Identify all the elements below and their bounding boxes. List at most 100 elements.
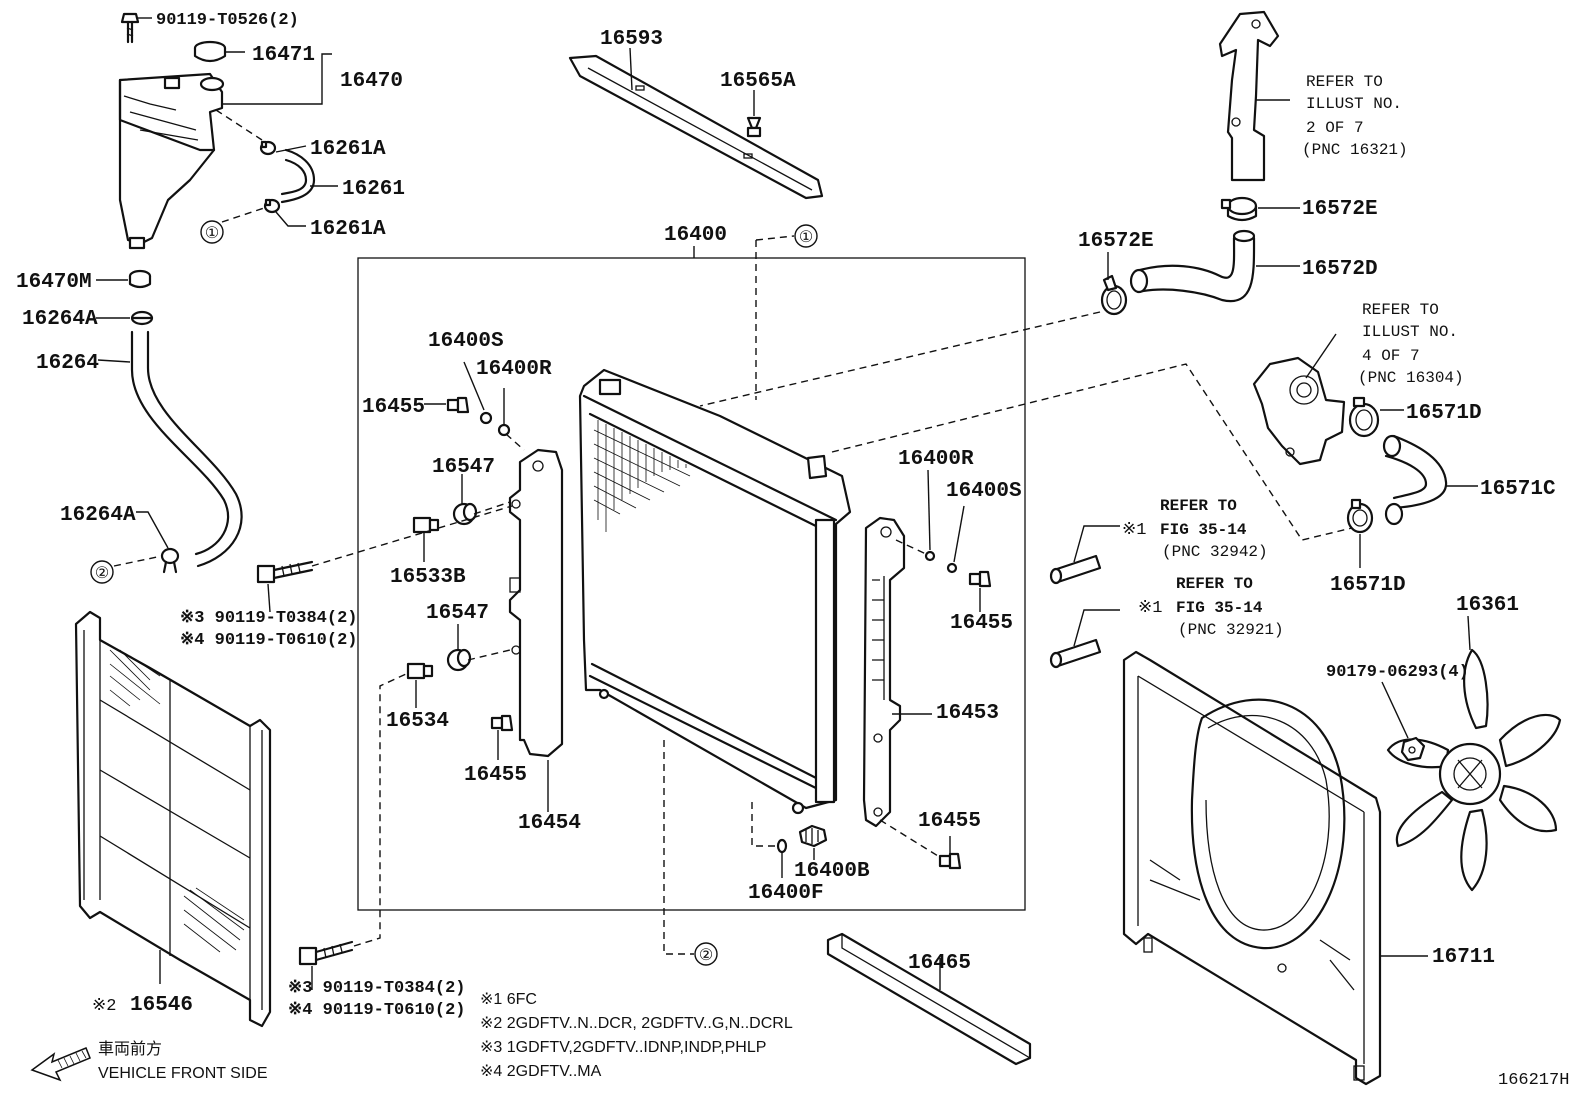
label-16261A-upper: 16261A — [310, 138, 386, 161]
label-16453: 16453 — [936, 702, 999, 725]
vehicle-front-arrow-icon — [30, 1047, 91, 1082]
label-16455-a: 16455 — [362, 396, 425, 419]
label-16534: 16534 — [386, 710, 449, 733]
label-16571D-upper: 16571D — [1406, 402, 1482, 425]
svg-text:①: ① — [205, 225, 219, 243]
o-ring-16400F[interactable] — [776, 838, 788, 854]
radiator-assembly-boundary — [357, 257, 1026, 911]
refer-4-line1: REFER TO — [1176, 575, 1253, 593]
label-bolt-b-3: ※3 90119-T0384(2) — [288, 979, 465, 998]
clamp-16261A-lower[interactable] — [263, 198, 281, 214]
water-outlet-reference[interactable] — [1218, 10, 1280, 182]
note-4: ※4 2GDFTV..MA — [480, 1063, 602, 1080]
bolt-90119-T0384-lower[interactable] — [298, 940, 354, 966]
bolt-90119-T0384-upper[interactable] — [256, 560, 314, 584]
label-16571C: 16571C — [1480, 478, 1556, 501]
bolt-16455-d[interactable] — [938, 852, 962, 870]
side-panel-16453[interactable] — [862, 516, 906, 828]
refer-3-line1: REFER TO — [1160, 497, 1237, 515]
bushing-16400S-b[interactable] — [946, 562, 958, 574]
label-16261A-lower: 16261A — [310, 218, 386, 241]
clamp-16572E-upper[interactable] — [1220, 196, 1258, 222]
refer-1-line3: 2 OF 7 — [1306, 119, 1364, 137]
label-16546: 16546 — [130, 994, 193, 1017]
grommet-16470M[interactable] — [128, 269, 152, 289]
clip-16565A[interactable] — [746, 116, 762, 138]
pipe-ref-32921[interactable] — [1049, 638, 1102, 669]
label-16264A-upper: 16264A — [22, 308, 98, 331]
refer-1-line1: REFER TO — [1306, 73, 1383, 91]
clamp-16264A-upper[interactable] — [130, 310, 154, 326]
label-16546-prefix: ※2 — [92, 997, 116, 1016]
bolt-16455-c[interactable] — [968, 570, 992, 588]
label-16264: 16264 — [36, 352, 99, 375]
lower-hose-16571C[interactable] — [1382, 434, 1448, 526]
side-panel-16454[interactable] — [508, 448, 564, 758]
water-pump-reference[interactable] — [1252, 356, 1346, 466]
label-bolt-a-3: ※3 90119-T0384(2) — [180, 609, 357, 628]
bushing-16400S-a[interactable] — [479, 411, 493, 425]
clamp-16261A-upper[interactable] — [259, 140, 277, 156]
hose-16264[interactable] — [130, 330, 230, 556]
label-16470M: 16470M — [16, 271, 92, 294]
grommet-16547-upper[interactable] — [452, 502, 478, 526]
washer-16400R-b[interactable] — [924, 550, 936, 562]
label-16455-c: 16455 — [950, 612, 1013, 635]
refer-1-line2: ILLUST NO. — [1306, 95, 1402, 113]
label-16470: 16470 — [340, 70, 403, 93]
label-16400F: 16400F — [748, 882, 824, 905]
reservoir-tank[interactable] — [118, 72, 225, 250]
label-16400R-left: 16400R — [476, 358, 552, 381]
label-16400S-right: 16400S — [946, 480, 1022, 503]
radiator-support-16593[interactable] — [568, 54, 824, 200]
label-16547-lower: 16547 — [426, 602, 489, 625]
direction-jp: 車両前方 — [98, 1040, 162, 1058]
refer-4-line3: (PNC 32921) — [1178, 621, 1284, 639]
label-16572E-lower: 16572E — [1078, 230, 1154, 253]
nut-90179-06293[interactable] — [1400, 736, 1426, 762]
label-16400S-left: 16400S — [428, 330, 504, 353]
seal-16465[interactable] — [826, 932, 1032, 1066]
fan-shroud-16711[interactable] — [1122, 650, 1382, 1086]
note-1: ※1 6FC — [480, 991, 537, 1008]
refer-4-line2: FIG 35-14 — [1176, 599, 1263, 617]
bolt-16455-a[interactable] — [446, 396, 470, 414]
clamp-16571D-upper[interactable] — [1348, 396, 1380, 438]
cooling-fan-16361[interactable] — [1386, 648, 1562, 892]
drain-cock-16400B[interactable] — [798, 824, 828, 848]
refmark-1-lower: ※1 — [1138, 599, 1162, 618]
label-16264A-lower: 16264A — [60, 504, 136, 527]
grommet-16547-lower[interactable] — [446, 648, 472, 672]
reservoir-cap-16471[interactable] — [193, 40, 227, 63]
refer-2-line4: (PNC 16304) — [1358, 369, 1464, 387]
ref-marker-2-bottom: ② — [694, 942, 718, 966]
clamp-16572E-lower[interactable] — [1100, 274, 1128, 316]
bolt-16455-b[interactable] — [490, 714, 514, 732]
bolt-90119-T0526[interactable] — [120, 12, 140, 44]
refer-1-line4: (PNC 16321) — [1302, 141, 1408, 159]
label-16455-d: 16455 — [918, 810, 981, 833]
label-16361: 16361 — [1456, 594, 1519, 617]
upper-hose-16572D[interactable] — [1129, 229, 1256, 303]
refer-2-line1: REFER TO — [1362, 301, 1439, 319]
label-16571D-lower: 16571D — [1330, 574, 1406, 597]
svg-text:②: ② — [699, 947, 713, 965]
label-90119-T0526: 90119-T0526(2) — [156, 11, 299, 30]
bushing-16534[interactable] — [406, 662, 434, 680]
note-3: ※3 1GDFTV,2GDFTV..IDNP,INDP,PHLP — [480, 1039, 766, 1056]
washer-16400R-a[interactable] — [497, 423, 511, 437]
svg-text:②: ② — [95, 565, 109, 583]
hose-16261[interactable] — [280, 148, 316, 204]
radiator-core-16400[interactable] — [578, 368, 852, 815]
ref-marker-1-radiator: ① — [794, 224, 818, 248]
lower-guard-16546[interactable] — [74, 610, 272, 1028]
clamp-16571D-lower[interactable] — [1346, 498, 1374, 534]
refer-2-line2: ILLUST NO. — [1362, 323, 1458, 341]
pipe-ref-32942[interactable] — [1049, 554, 1102, 585]
refer-3-line2: FIG 35-14 — [1160, 521, 1247, 539]
label-16711: 16711 — [1432, 946, 1495, 969]
label-bolt-b-4: ※4 90119-T0610(2) — [288, 1001, 465, 1020]
clamp-16264A-lower[interactable] — [160, 547, 180, 574]
bushing-16533B[interactable] — [412, 516, 440, 534]
